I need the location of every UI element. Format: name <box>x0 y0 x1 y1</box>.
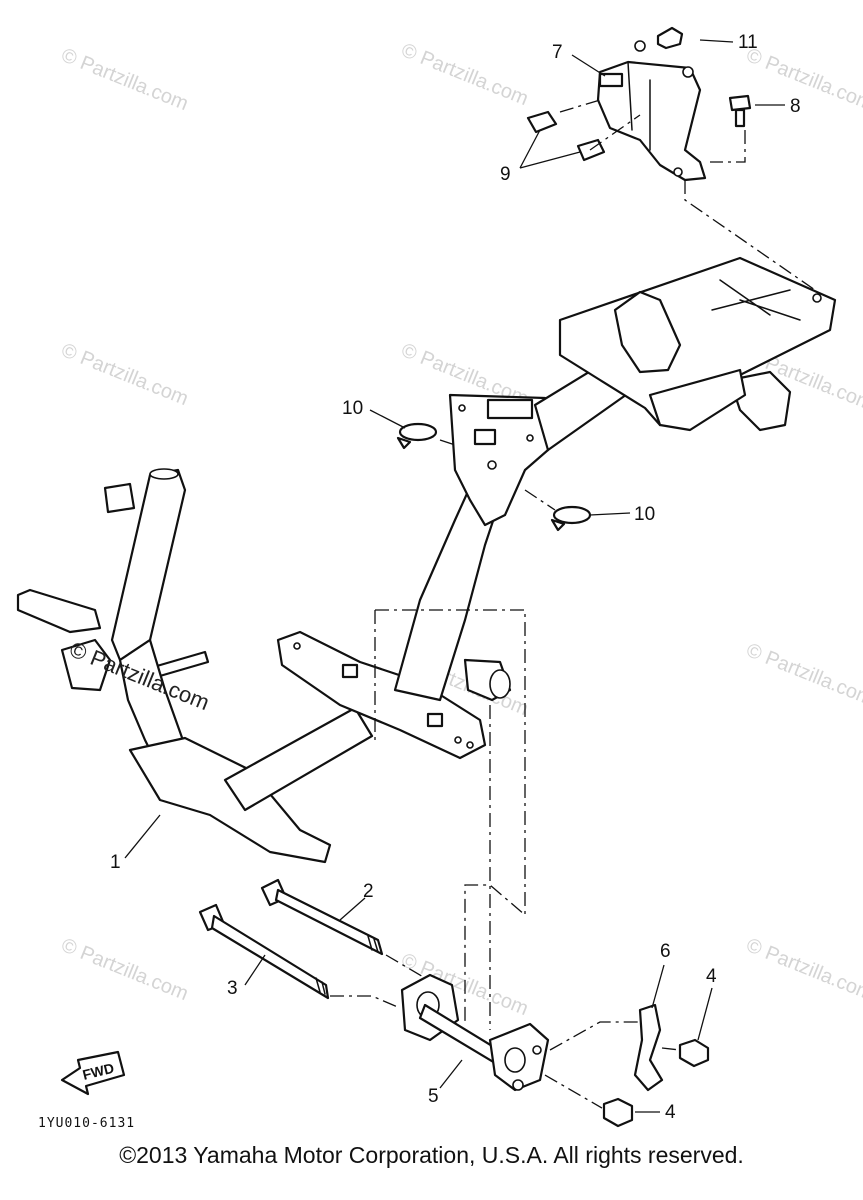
bracket-part-6 <box>633 1003 664 1092</box>
rubber-pad-part-9 <box>526 110 558 134</box>
callout-5: 5 <box>428 1086 439 1107</box>
callout-10: 10 <box>342 398 363 419</box>
watermark: © Partzilla.com <box>398 39 531 110</box>
callout-8: 8 <box>790 96 801 117</box>
plate-hole <box>454 736 462 744</box>
gusset-hole <box>458 404 466 412</box>
gusset-hole <box>487 460 497 470</box>
plate-nut <box>426 712 444 728</box>
plate-hole <box>466 741 474 749</box>
pivot-boss-hole <box>489 669 511 699</box>
callout-1: 1 <box>110 852 121 873</box>
watermark: © Partzilla.com <box>58 339 191 410</box>
callout-4: 4 <box>665 1102 676 1123</box>
watermark: © Partzilla.com <box>743 639 863 710</box>
fwd-arrow-icon: FWD <box>60 1050 126 1096</box>
gusset-slot <box>473 428 497 446</box>
bolt-part-3 <box>198 903 330 1000</box>
callout-9: 9 <box>500 164 511 185</box>
fwd-label: FWD <box>81 1060 116 1083</box>
gusset-tab <box>486 398 534 420</box>
bolt-part-8 <box>728 94 752 128</box>
callout-10: 10 <box>634 504 655 525</box>
callouts: 1 2 3 4 4 5 6 7 8 9 10 10 11 <box>110 32 801 1123</box>
callout-7: 7 <box>552 42 563 63</box>
callout-11: 11 <box>738 32 758 53</box>
tray-brace <box>711 289 791 311</box>
callout-4: 4 <box>706 966 717 987</box>
watermark: © Partzilla.com <box>58 934 191 1005</box>
assembly-lines <box>330 99 816 1109</box>
frame-bottom-rail <box>128 736 332 864</box>
watermark: © Partzilla.com <box>743 934 863 1005</box>
tray-brace <box>719 279 771 316</box>
plate-nut <box>341 663 359 679</box>
frame-rear-bracket <box>728 370 792 432</box>
callout-3: 3 <box>227 978 238 999</box>
head-tube-bracket <box>103 482 136 514</box>
bracket-hole <box>673 167 683 177</box>
frame-mount-tower <box>613 290 682 374</box>
head-tube-top <box>149 468 179 480</box>
clamp-part-10 <box>550 505 592 532</box>
callout-2: 2 <box>363 881 374 902</box>
frame-part-1 <box>16 256 837 864</box>
watermark: © Partzilla.com <box>58 44 191 115</box>
tray-brace <box>739 299 801 321</box>
bracket-tab <box>598 72 624 88</box>
pivot-shaft-part-5 <box>400 973 550 1092</box>
bracket-edge <box>627 61 633 131</box>
frame-rear-arm <box>648 368 747 432</box>
copyright-notice: ©2013 Yamaha Motor Corporation, U.S.A. A… <box>119 1142 744 1168</box>
callout-6: 6 <box>660 941 671 962</box>
clamp-part-10 <box>396 422 438 450</box>
bracket-stud <box>682 66 694 78</box>
parts-diagram: © Partzilla.com © Partzilla.com © Partzi… <box>16 26 863 1130</box>
reference-code: 1YU010-6131 <box>38 1116 135 1130</box>
tray-hole <box>812 293 822 303</box>
top-bracket-assembly <box>526 26 752 182</box>
nut-part-4 <box>678 1038 710 1068</box>
bracket-stud <box>634 40 646 52</box>
leader-lines <box>124 39 785 1113</box>
plate-hole <box>293 642 301 650</box>
nut-part-4 <box>602 1097 634 1128</box>
gusset-hole <box>526 434 534 442</box>
side-bracket-left <box>16 588 102 634</box>
bolt-part-2 <box>260 878 384 956</box>
steering-bracket <box>60 638 112 692</box>
cap-part-11 <box>656 26 684 50</box>
frame-cross-tube <box>223 706 374 812</box>
